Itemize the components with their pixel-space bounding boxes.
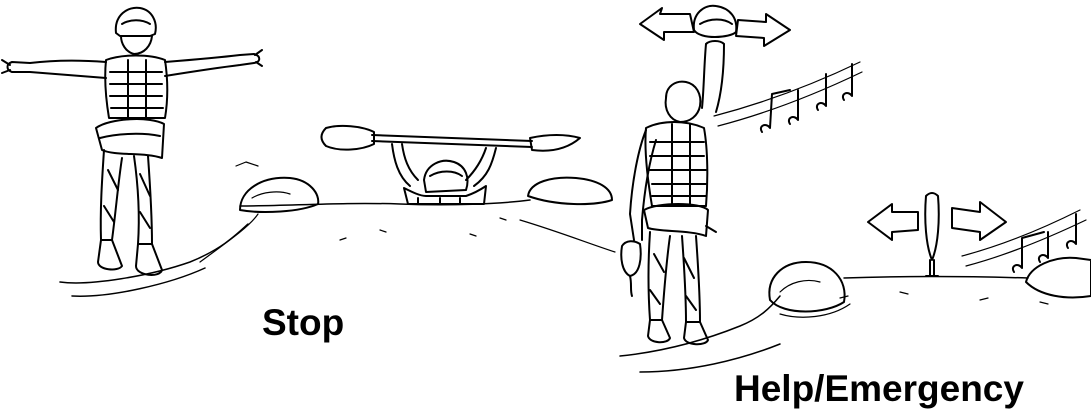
music-note-icon (1038, 231, 1049, 263)
helmet-icon (692, 4, 738, 38)
music-note-icon (816, 73, 827, 111)
music-note-icon (1066, 213, 1077, 249)
paddle-upright-signal (768, 192, 1091, 318)
music-note-icon (1012, 231, 1045, 273)
right-arrow-icon (735, 13, 791, 47)
music-note-icon (788, 89, 799, 125)
caption-stop: Stop (262, 302, 345, 343)
left-arrow-icon (867, 203, 919, 241)
left-arrow-icon (639, 7, 695, 41)
caption-help-emergency: Help/Emergency (734, 368, 1024, 409)
right-arrow-icon (951, 201, 1007, 241)
stop-signal-person (1, 6, 263, 297)
music-note-icon (842, 63, 853, 101)
help-signal-person (619, 4, 863, 373)
music-note-icon (760, 89, 791, 133)
kayaker-paddle-overhead (199, 124, 616, 263)
